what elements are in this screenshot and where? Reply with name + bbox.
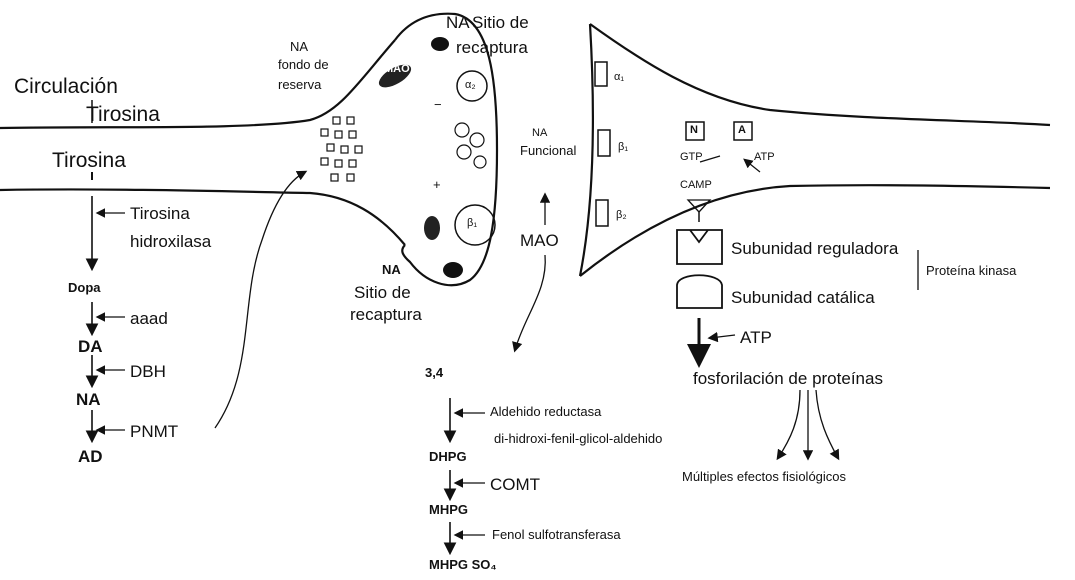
sitio-recaptura-bottom-2: recaptura — [350, 306, 422, 323]
na-sitio-top-label: NA — [446, 14, 470, 31]
alpha1-receptor — [595, 62, 607, 86]
efectos-label: Múltiples efectos fisiológicos — [682, 470, 846, 483]
sitio-recaptura-bottom-1: Sitio de — [354, 284, 411, 301]
sitio-recaptura-top-2: recaptura — [456, 39, 528, 56]
beta1-post-label: β₁ — [618, 142, 628, 153]
da-label: DA — [78, 338, 103, 355]
beta2-receptor — [596, 200, 608, 226]
comt-label: COMT — [490, 476, 540, 493]
gtp-label: GTP — [680, 152, 703, 163]
dopa-label: Dopa — [68, 281, 101, 294]
reuptake-site-bottom — [443, 262, 463, 278]
proteina-kinasa-label: Proteína kinasa — [926, 264, 1016, 277]
fondo-reserva-label-2: reserva — [278, 78, 321, 91]
fondo-reserva-label-1: fondo de — [278, 58, 329, 71]
alpha1-label: α₁ — [614, 72, 624, 83]
atp-label: ATP — [740, 329, 772, 346]
reserve-vesicles — [321, 117, 362, 181]
postsynaptic-wall — [580, 24, 593, 276]
camp-label: CAMP — [680, 180, 712, 191]
alpha2-label: α₂ — [465, 80, 476, 91]
dark-granule — [424, 216, 440, 240]
fenol-sulfotransferasa-label: Fenol sulfotransferasa — [492, 528, 621, 541]
mao-arrow — [515, 255, 545, 350]
dhpg-aldehido-label: di-hidroxi-fenil-glicol-aldehido — [494, 432, 662, 445]
ad-label: AD — [78, 448, 103, 465]
tirosina-cell-label: Tirosina — [52, 150, 126, 171]
tirosina-hidroxilasa-label-1: Tirosina — [130, 205, 190, 222]
fosforilacion-label: fosforilación de proteínas — [693, 370, 883, 387]
beta1-receptor — [598, 130, 610, 156]
beta2-label: β₂ — [616, 210, 627, 221]
mhpg-label: MHPG — [429, 503, 468, 516]
postsynaptic-upper-membrane — [590, 24, 1050, 125]
tirosina-hidroxilasa-label-2: hidroxilasa — [130, 233, 211, 250]
dbh-label: DBH — [130, 363, 166, 380]
beta1-auto-label: β₁ — [467, 218, 477, 229]
reuptake-arrow — [215, 172, 305, 428]
reuptake-site-top — [431, 37, 449, 51]
na-funcional-label-2: Funcional — [520, 144, 576, 157]
n-box-label: N — [690, 125, 698, 136]
catalytic-subunit — [677, 275, 722, 308]
mhpg-so4-label: MHPG SO₄ — [429, 558, 497, 571]
na-reserve-label: NA — [290, 40, 308, 53]
na-funcional-label-1: NA — [532, 128, 547, 139]
sitio-recaptura-top-1: Sitio de — [472, 14, 529, 31]
aaad-label: aaad — [130, 310, 168, 327]
circulacion-label: Circulación — [14, 76, 118, 97]
regulatory-subunit — [677, 230, 722, 264]
mao-synapse-label: MAO — [520, 232, 559, 249]
subunidad-catalica-label: Subunidad catálica — [731, 289, 875, 306]
na-sitio-bottom-label: NA — [382, 263, 401, 276]
pnmt-label: PNMT — [130, 423, 178, 440]
na-label: NA — [76, 391, 101, 408]
c34-label: 3,4 — [425, 366, 443, 379]
subunidad-reguladora-label: Subunidad reguladora — [731, 240, 898, 257]
plus-sign: + — [433, 178, 441, 191]
tirosina-blood-label: Tirosina — [86, 104, 160, 125]
mao-mitochondrion-label: MAO — [384, 64, 410, 75]
aldehido-reductasa-label: Aldehido reductasa — [490, 405, 601, 418]
minus-sign: − — [434, 98, 442, 111]
a-box-label: A — [738, 125, 746, 136]
dhpg-label: DHPG — [429, 450, 467, 463]
atp-small-label: ATP — [754, 152, 775, 163]
